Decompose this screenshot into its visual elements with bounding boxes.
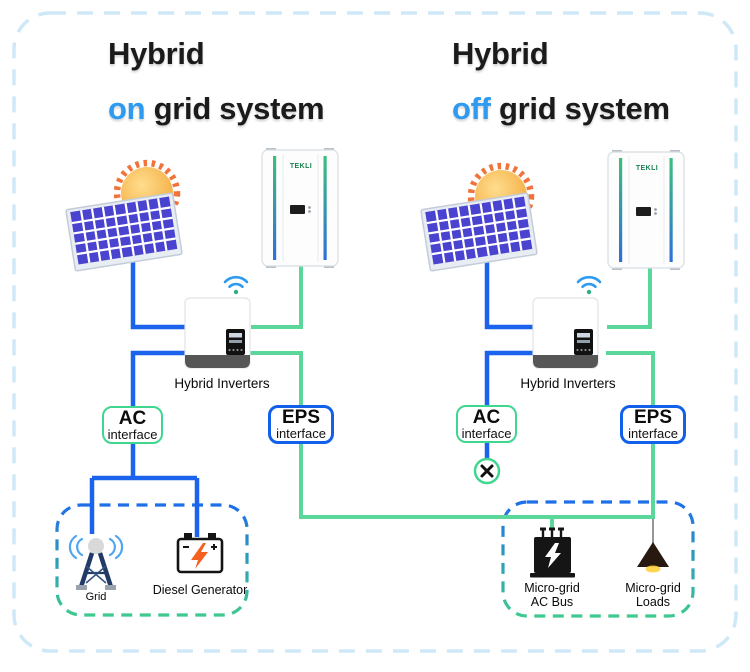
microgrid-loads-icon [637, 519, 669, 573]
pv-to-inverter-wire [484, 250, 533, 330]
hybrid-inverter-right [532, 297, 599, 369]
grid-caption: Grid [85, 591, 107, 603]
caption-line1: Micro-grid [524, 581, 580, 595]
inverter-to-eps-wire [606, 351, 655, 406]
eps-interface-title: EPS [281, 407, 321, 428]
title-line1: Hybrid [108, 36, 205, 71]
microgrid-ac-bus-icon [530, 527, 575, 578]
eps-interface-box-left: EPS interface [268, 405, 334, 444]
grid-generator-dashed-box [55, 503, 249, 617]
title-highlight: off [452, 91, 491, 126]
ac-interface-title: AC [118, 407, 147, 429]
inverter-to-ac-wire [484, 350, 533, 406]
title-rest: grid system [499, 91, 670, 126]
pv-to-inverter-wire [130, 250, 186, 330]
microgrid-dashed-box [501, 500, 695, 618]
left-system-wires [89, 250, 653, 537]
title-line2: on grid system [108, 81, 325, 136]
ac-interface-box-left: AC interface [102, 406, 163, 444]
battery-to-inverter-wire [251, 266, 303, 329]
title-line1: Hybrid [452, 36, 549, 71]
ac-interface-box-right: AC interface [456, 405, 517, 443]
ac-to-grid-generator-wire [89, 442, 200, 537]
title-line2: off grid system [452, 81, 670, 136]
diesel-generator-icon [176, 533, 224, 574]
title-rest: grid system [153, 91, 325, 126]
ac-interface-subtitle: interface [107, 426, 158, 442]
solar-panel-right [420, 192, 538, 272]
battery-brand-right: TEKLI [636, 165, 658, 172]
ac-interface-subtitle: interface [461, 425, 512, 441]
eps-interface-subtitle: interface [628, 426, 678, 441]
eps-interface-subtitle: interface [276, 426, 326, 441]
outer-dashed-border [12, 11, 738, 653]
wifi-icon-left [223, 275, 249, 296]
microgrid-loads-caption: Micro-grid Loads [613, 581, 693, 609]
eps-interface-title: EPS [633, 407, 673, 428]
caption-line1: Micro-grid [625, 581, 681, 595]
ac-interface-title: AC [472, 406, 501, 428]
title-off-grid: Hybrid off grid system [452, 26, 670, 136]
title-highlight: on [108, 91, 146, 126]
disconnect-x-icon [473, 457, 501, 485]
title-on-grid: Hybrid on grid system [108, 26, 325, 136]
caption-line2: Loads [635, 595, 671, 609]
battery-brand-left: TEKLI [290, 163, 312, 170]
inverter-to-ac-wire [130, 350, 186, 407]
inverter-to-eps-wire [250, 351, 303, 407]
right-system-wires [484, 250, 655, 519]
wifi-icon-right [576, 275, 602, 296]
diesel-generator-caption: Diesel Generator [152, 583, 248, 597]
grid-tower-icon [68, 534, 124, 590]
solar-panel-left [65, 192, 183, 272]
inverter-label-right: Hybrid Inverters [520, 376, 616, 391]
eps-interface-box-right: EPS interface [620, 405, 686, 444]
microgrid-ac-bus-caption: Micro-grid AC Bus [512, 581, 592, 609]
inverter-label-left: Hybrid Inverters [174, 376, 270, 391]
battery-to-inverter-wire [607, 268, 652, 329]
caption-line2: AC Bus [530, 595, 574, 609]
hybrid-inverter-left [184, 297, 251, 369]
eps-to-microgrid-bus-wire [299, 442, 653, 519]
